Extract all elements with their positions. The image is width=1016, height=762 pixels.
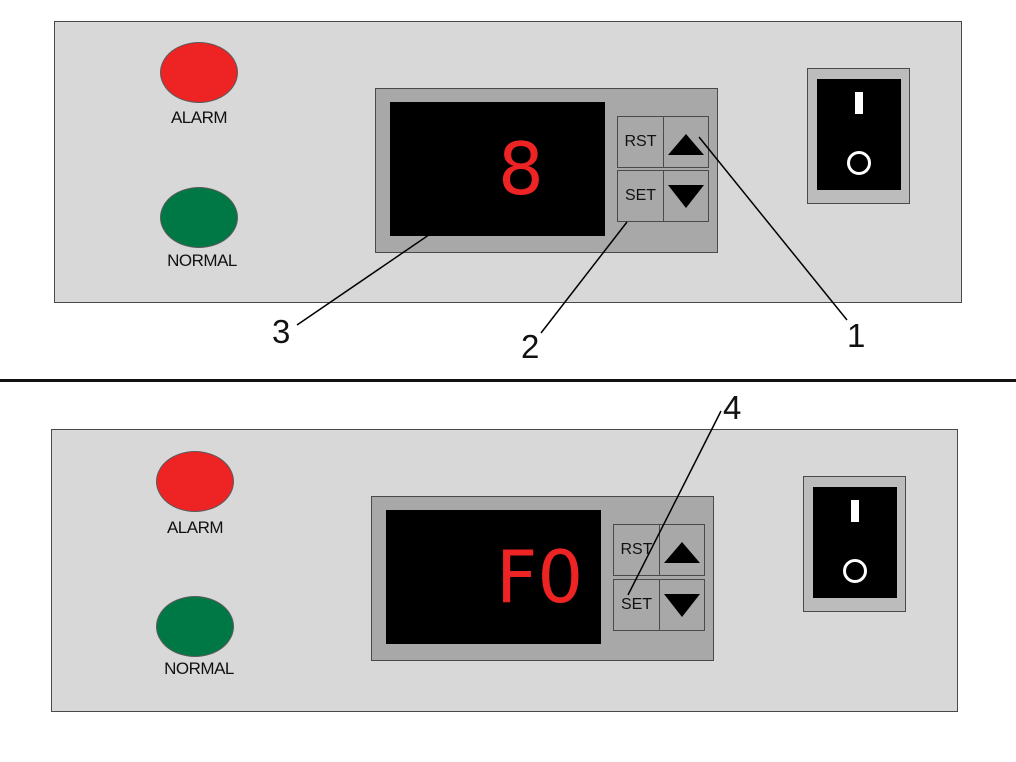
- top-display-screen: 8: [390, 102, 605, 236]
- bottom-normal-label: NORMAL: [164, 659, 234, 678]
- leader-line-2: [540, 221, 628, 334]
- bottom-switch-off-symbol: [843, 559, 867, 583]
- top-alarm-label: ALARM: [170, 108, 228, 127]
- leader-line-4: [627, 410, 722, 596]
- callout-number-2: 2: [521, 328, 540, 365]
- top-normal-label: NORMAL: [167, 251, 237, 270]
- leader-line-1: [698, 136, 848, 321]
- top-power-switch[interactable]: [817, 79, 901, 190]
- bottom-set-button[interactable]: SET: [613, 579, 660, 631]
- bottom-alarm-label: ALARM: [166, 518, 224, 537]
- top-switch-off-symbol: [847, 151, 871, 175]
- bottom-up-button[interactable]: [659, 524, 705, 576]
- triangle-down-icon: [664, 594, 700, 617]
- triangle-up-icon: [668, 134, 704, 155]
- top-down-button[interactable]: [663, 170, 709, 222]
- top-display-readout: 8: [498, 127, 544, 211]
- callout-number-1: 1: [847, 317, 866, 354]
- bottom-display-screen: F0: [386, 510, 601, 644]
- callout-number-4: 4: [723, 389, 742, 426]
- top-up-button[interactable]: [663, 116, 709, 168]
- bottom-down-button[interactable]: [659, 579, 705, 631]
- bottom-switch-on-symbol: [851, 500, 859, 522]
- bottom-normal-led: [156, 596, 234, 657]
- top-switch-on-symbol: [855, 92, 863, 114]
- top-set-button[interactable]: SET: [617, 170, 664, 222]
- bottom-alarm-led: [156, 451, 234, 512]
- triangle-down-icon: [668, 185, 704, 208]
- bottom-power-switch[interactable]: [813, 487, 897, 598]
- callout-number-3: 3: [272, 313, 291, 350]
- triangle-up-icon: [664, 542, 700, 563]
- leader-line-3: [296, 186, 500, 326]
- section-divider: [0, 379, 1016, 382]
- top-normal-led: [160, 187, 238, 248]
- top-alarm-led: [160, 42, 238, 103]
- bottom-display-readout: F0: [496, 535, 584, 619]
